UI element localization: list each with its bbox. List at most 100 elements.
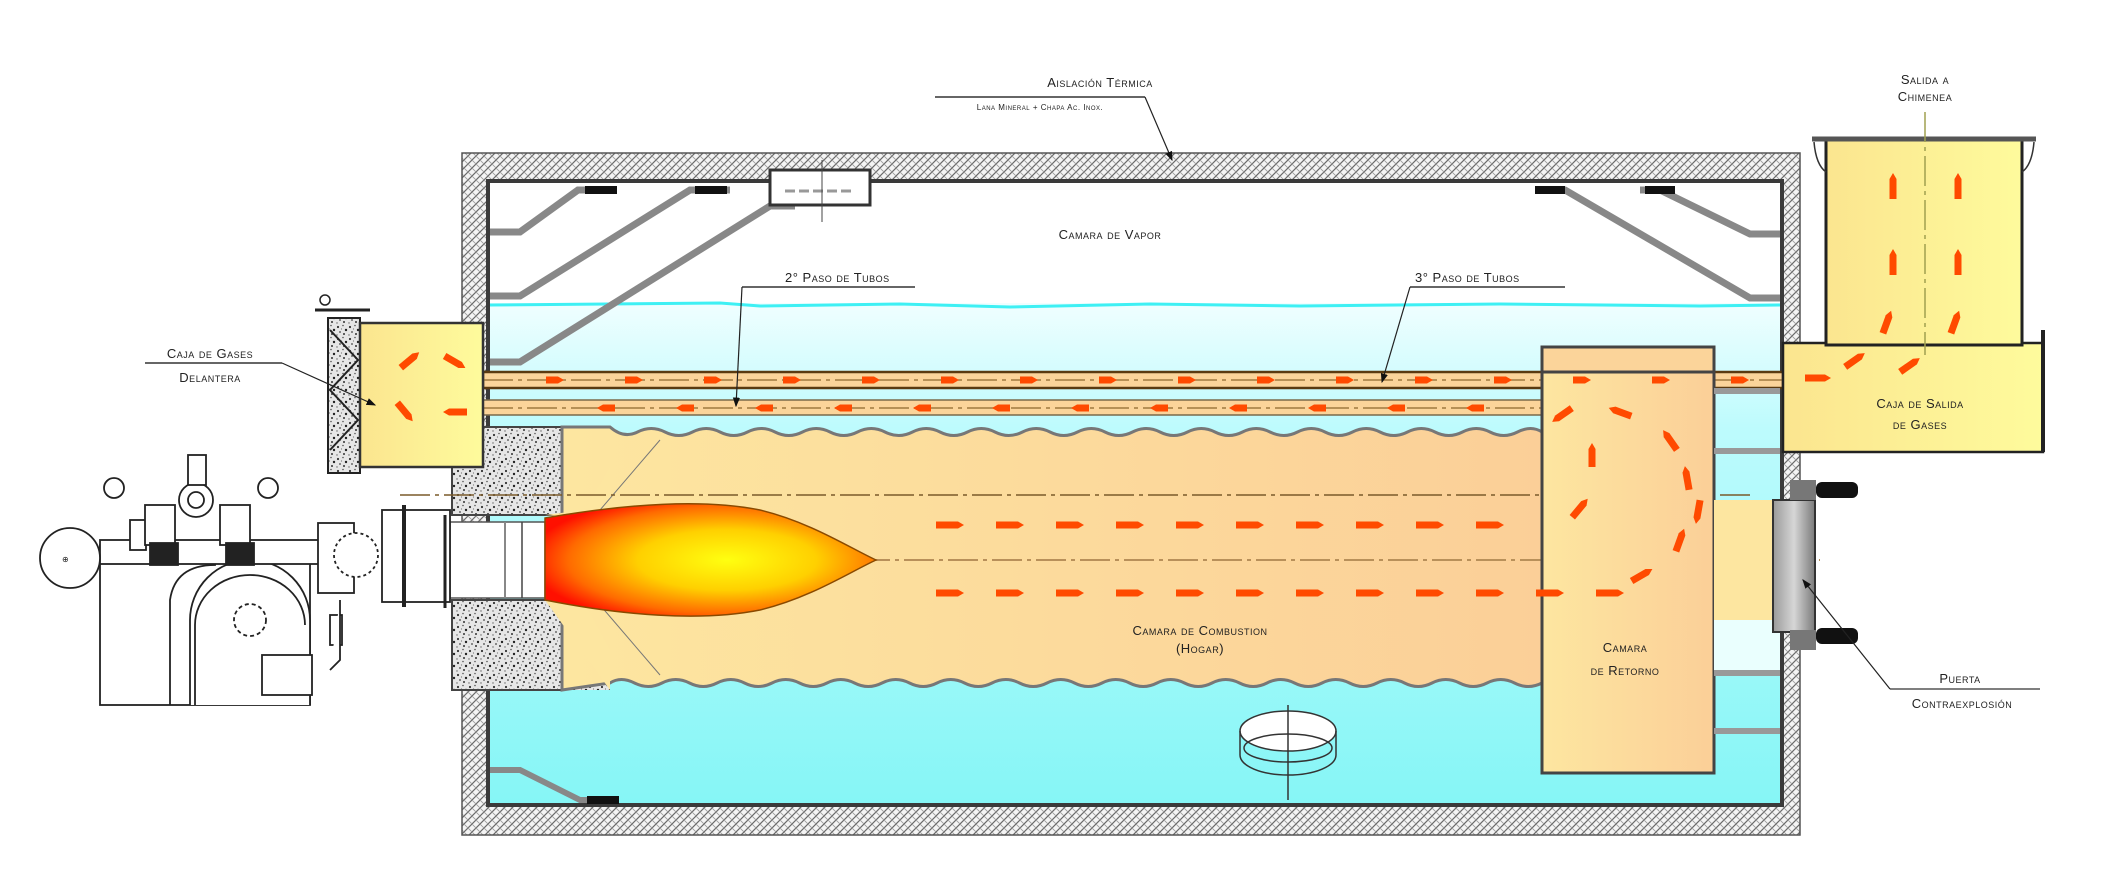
third-pass-arrow — [1573, 376, 1591, 384]
second-pass-arrow — [1387, 404, 1405, 412]
furnace-flow-arrow — [996, 589, 1024, 597]
furnace-flow-arrow — [1476, 589, 1504, 597]
chimney-label-line2: Chimenea — [1898, 89, 1952, 104]
flow-arrows — [394, 173, 1962, 597]
second-pass-arrow — [1071, 404, 1089, 412]
front-gas-box — [315, 294, 485, 474]
furnace-flow-arrow — [1476, 521, 1504, 529]
front-box-label-line2: Delantera — [179, 370, 240, 385]
steam-nozzle — [768, 160, 872, 222]
second-pass-arrow — [1466, 404, 1484, 412]
outlet-box-label-line2: de Gases — [1893, 417, 1947, 432]
front-box-flow-arrow — [442, 352, 466, 369]
return-flow-arrow — [1608, 406, 1633, 420]
second-pass-arrow — [1229, 404, 1247, 412]
furnace-flow-arrow — [1176, 589, 1204, 597]
furnace — [545, 425, 1544, 692]
burner-throat — [449, 521, 546, 599]
third-pass-arrow — [1415, 376, 1433, 384]
outlet-flow-arrow — [1898, 358, 1920, 375]
return-flow-arrow — [1672, 528, 1686, 553]
front-box-callout: Caja de Gases Delantera — [145, 346, 377, 406]
outlet-flow-arrow — [1879, 310, 1893, 335]
furnace-flow-arrow — [1356, 521, 1384, 529]
second-pass-arrow — [992, 404, 1010, 412]
furnace-flow-arrow — [1116, 589, 1144, 597]
furnace-flow-arrow — [1296, 521, 1324, 529]
front-box-flow-arrow — [443, 408, 467, 416]
front-box-flow-arrow — [398, 352, 420, 371]
return-flow-arrow — [1552, 405, 1574, 422]
second-pass-callout: 2° Paso de Tubos — [732, 270, 915, 408]
door-callout: Puerta Contraexplosión — [1802, 579, 2040, 711]
second-pass-arrow — [1308, 404, 1326, 412]
rear-tube-sheet-stays — [1714, 388, 1780, 734]
third-pass-callout: 3° Paso de Tubos — [1380, 270, 1565, 384]
third-pass-arrow — [704, 376, 722, 384]
third-pass-arrow — [783, 376, 801, 384]
chimney-flow-arrow — [1954, 249, 1962, 275]
return-label-line1: Camara — [1603, 640, 1647, 655]
return-flow-arrow — [1693, 499, 1704, 524]
furnace-flow-arrow — [1236, 521, 1264, 529]
front-refractory-lower — [451, 599, 563, 691]
furnace-flow-arrow — [1056, 521, 1084, 529]
water-line — [489, 301, 1781, 309]
outlet-flow-arrow — [1947, 310, 1961, 335]
second-pass-arrow — [676, 404, 694, 412]
furnace-flow-arrow — [1416, 521, 1444, 529]
combustion-callout: Camara de Combustion (Hogar) — [1132, 623, 1267, 656]
chimney-flow-arrow — [1889, 249, 1897, 275]
chimney-label-line1: Salida a — [1901, 72, 1949, 87]
furnace-flow-arrow — [1596, 589, 1624, 597]
third-pass-arrow — [1099, 376, 1117, 384]
svg-text:⊕: ⊕ — [62, 555, 69, 564]
burner-assembly: ⊕ — [39, 454, 451, 706]
third-pass-arrow — [625, 376, 643, 384]
outlet-gas-box — [1781, 330, 2045, 454]
chimney — [1812, 112, 2036, 355]
third-pass-arrow — [546, 376, 564, 384]
insulation-title: Aislación Térmica — [1047, 75, 1153, 90]
furnace-flow-arrow — [1356, 589, 1384, 597]
stay-pads — [585, 186, 1675, 804]
furnace-flow-arrow — [1416, 589, 1444, 597]
furnace-flow-arrow — [1176, 521, 1204, 529]
outlet-box-callout: Caja de Salida de Gases — [1876, 396, 1963, 432]
third-pass-arrow — [862, 376, 880, 384]
return-flow-arrow — [1663, 430, 1680, 452]
furnace-flow-arrow — [1116, 521, 1144, 529]
second-pass-arrow — [597, 404, 615, 412]
third-pass-arrow — [1494, 376, 1512, 384]
outlet-flow-arrow — [1805, 374, 1831, 382]
furnace-flow-arrow — [1296, 589, 1324, 597]
third-pass-arrow — [1178, 376, 1196, 384]
return-label-line2: de Retorno — [1591, 663, 1660, 678]
second-pass-arrow — [913, 404, 931, 412]
third-pass-arrow — [941, 376, 959, 384]
third-pass-arrow — [1652, 376, 1670, 384]
second-pass-label: 2° Paso de Tubos — [785, 270, 890, 285]
chimney-callout: Salida a Chimenea — [1898, 72, 1952, 104]
furnace-flow-arrow — [1056, 589, 1084, 597]
third-pass-label: 3° Paso de Tubos — [1415, 270, 1520, 285]
return-flow-arrow — [1569, 498, 1588, 520]
furnace-flow-arrow — [1236, 589, 1264, 597]
explosion-door — [1772, 480, 1858, 650]
insulation-subtitle: Lana Mineral + Chapa Ac. Inox. — [977, 103, 1103, 112]
combustion-label-line2: (Hogar) — [1176, 641, 1224, 656]
outlet-box-label-line1: Caja de Salida — [1876, 396, 1963, 411]
furnace-flow-arrow — [936, 521, 964, 529]
steam-chamber-label: Camara de Vapor — [1059, 227, 1162, 242]
furnace-flow-arrow — [1536, 589, 1564, 597]
combustion-label-line1: Camara de Combustion — [1132, 623, 1267, 638]
third-pass-arrow — [1731, 376, 1749, 384]
return-flow-arrow — [1629, 568, 1653, 585]
outlet-flow-arrow — [1843, 353, 1865, 370]
third-pass-arrow — [1257, 376, 1275, 384]
return-flow-arrow — [1588, 443, 1596, 467]
second-pass-arrow — [1150, 404, 1168, 412]
flame — [544, 503, 878, 617]
chimney-flow-arrow — [1889, 173, 1897, 199]
manhole — [1239, 705, 1337, 800]
